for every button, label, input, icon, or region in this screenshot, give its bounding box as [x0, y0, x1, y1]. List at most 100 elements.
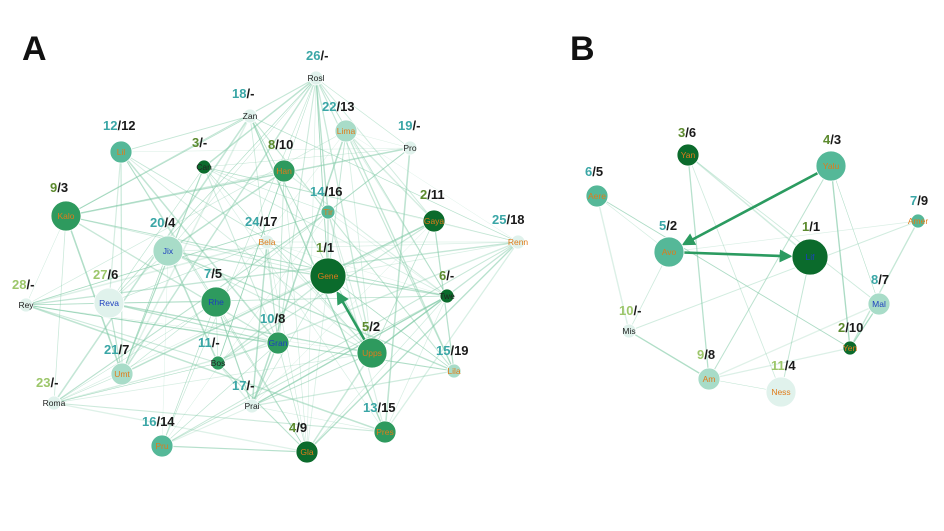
- network-edge: [120, 147, 411, 153]
- network-edge: [249, 115, 455, 372]
- network-edge: [384, 241, 519, 433]
- network-edge: [161, 301, 217, 447]
- rank-secondary: /-: [246, 86, 254, 101]
- rank-secondary: /-: [212, 335, 220, 350]
- rank-secondary: /8: [274, 311, 285, 326]
- network-edge: [251, 405, 386, 433]
- network-edge: [327, 130, 347, 277]
- network-edge: [830, 165, 851, 349]
- rank-secondary: /5: [211, 266, 222, 281]
- node-circle: [585, 184, 609, 208]
- node-rank-label: 27/6: [93, 267, 118, 282]
- rank-primary: 15: [436, 343, 450, 358]
- network-edge: [315, 77, 435, 222]
- network-edge: [251, 130, 347, 407]
- node-label: Rey: [18, 300, 34, 310]
- network-edge: [283, 170, 448, 297]
- rank-primary: 1: [802, 219, 809, 234]
- rank-primary: 26: [306, 48, 320, 63]
- rank-secondary: /9: [917, 193, 928, 208]
- node-label: Rhe: [208, 297, 224, 307]
- rank-secondary: /12: [117, 118, 135, 133]
- rank-secondary: /1: [809, 219, 820, 234]
- node-label: Gran: [269, 338, 288, 348]
- rank-primary: 7: [910, 193, 917, 208]
- node-label: Yan: [681, 150, 696, 160]
- node-circle: [50, 200, 82, 232]
- node-label: Prai: [244, 401, 259, 411]
- node-label: Han: [276, 166, 292, 176]
- rank-secondary: /6: [685, 125, 696, 140]
- node-circle: [402, 140, 418, 156]
- rank-secondary: /2: [369, 319, 380, 334]
- node-circle: [210, 355, 226, 371]
- node-rank-label: 1/1: [802, 219, 820, 234]
- node-circle: [244, 398, 260, 414]
- rank-secondary: /-: [26, 277, 34, 292]
- node-circle: [272, 159, 296, 183]
- rank-secondary: /14: [156, 414, 175, 429]
- node-label: Zan: [243, 111, 258, 121]
- node-circle: [910, 213, 926, 229]
- network-edge: [315, 77, 448, 297]
- network-edge: [203, 147, 411, 168]
- network-edge: [25, 130, 347, 306]
- rank-secondary: /10: [845, 320, 863, 335]
- rank-secondary: /-: [199, 135, 207, 150]
- node-label: Reva: [99, 298, 119, 308]
- node-rank-label: 22/13: [322, 99, 355, 114]
- rank-secondary: /13: [336, 99, 354, 114]
- network-edge: [53, 301, 217, 404]
- rank-primary: 6: [585, 164, 592, 179]
- network-edge: [277, 342, 308, 453]
- node-rank-label: 18/-: [232, 86, 254, 101]
- rank-primary: 12: [103, 118, 117, 133]
- node-label: Upps: [362, 348, 382, 358]
- node-rank-label: 20/4: [150, 215, 176, 230]
- network-edge: [167, 77, 317, 252]
- node-label: Pro: [403, 143, 417, 153]
- network-edge: [315, 77, 329, 277]
- strong-edge-arrow: [681, 164, 832, 246]
- network-edge: [628, 330, 710, 380]
- rank-primary: 10: [260, 311, 274, 326]
- network-edge: [65, 170, 285, 217]
- rank-secondary: /-: [246, 378, 254, 393]
- network-edge: [708, 303, 880, 380]
- rank-secondary: /4: [785, 358, 797, 373]
- rank-secondary: /7: [878, 272, 889, 287]
- rank-secondary: /8: [704, 347, 715, 362]
- network-edge: [120, 151, 329, 277]
- node-label: Pru: [155, 441, 169, 451]
- rank-primary: 2: [420, 187, 427, 202]
- node-circle: [422, 209, 446, 233]
- network-edge: [371, 295, 448, 354]
- rank-secondary: /1: [323, 240, 334, 255]
- node-circle: [320, 204, 336, 220]
- rank-secondary: /7: [118, 342, 129, 357]
- node-circle: [196, 159, 212, 175]
- network-edge: [384, 295, 448, 433]
- network-edge: [315, 77, 411, 149]
- network-edge: [203, 166, 329, 213]
- panel-letter-a: A: [22, 30, 47, 68]
- network-edge: [203, 166, 435, 222]
- node-circle: [200, 286, 232, 318]
- rank-primary: 13: [363, 400, 377, 415]
- network-edge: [25, 215, 67, 306]
- node-rank-label: 24/17: [245, 214, 278, 229]
- rank-secondary: /15: [377, 400, 395, 415]
- node-rank-label: 10/8: [260, 311, 285, 326]
- network-edge: [327, 241, 519, 277]
- node-label: Rosl: [307, 73, 324, 83]
- node-circle: [439, 288, 455, 304]
- panel-letter-b: B: [570, 30, 595, 68]
- network-edge: [433, 220, 519, 243]
